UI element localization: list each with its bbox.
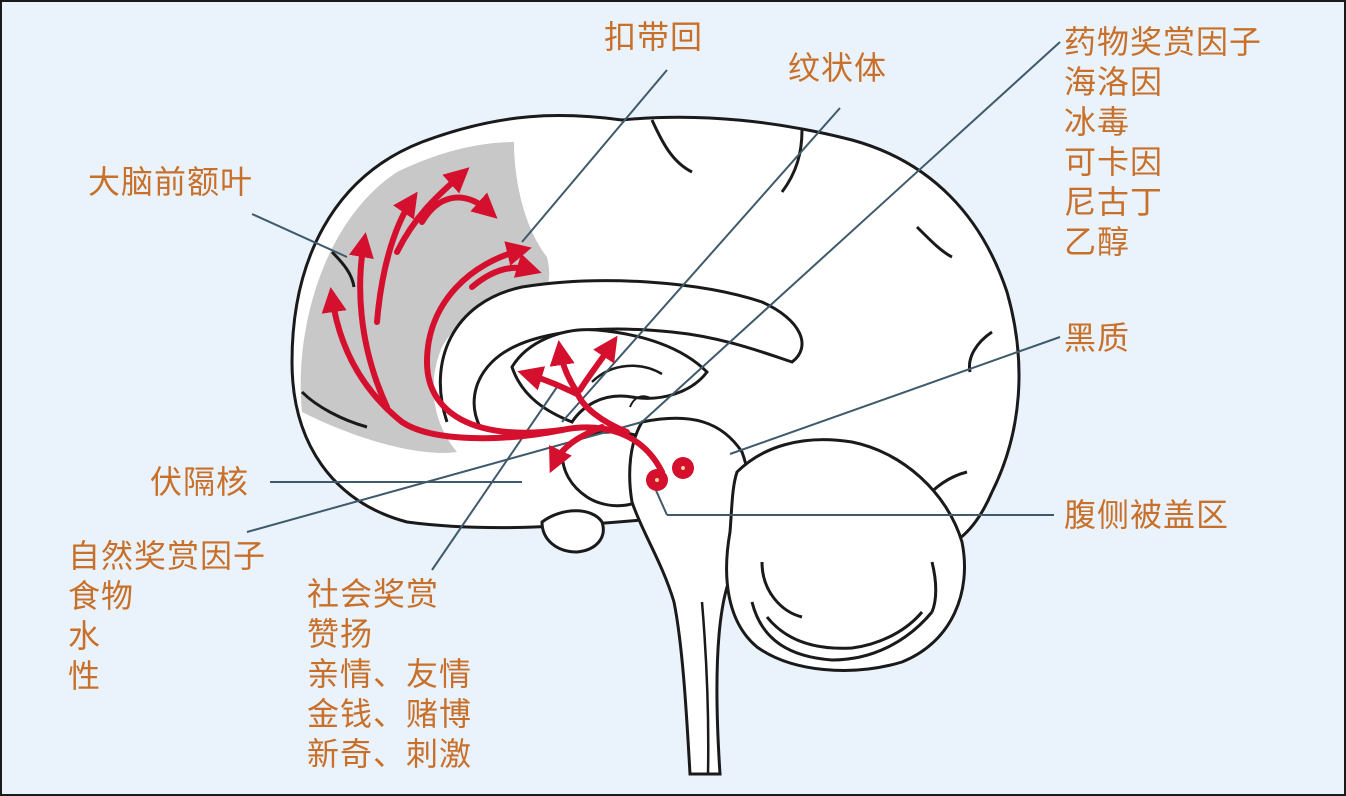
pathway-inner-branch xyxy=(469,253,542,290)
pathway-inner-arc xyxy=(423,241,565,436)
leader-social-rewards xyxy=(431,386,558,571)
sulci-lines xyxy=(300,119,993,503)
substantia-nigra-nucleus-center xyxy=(681,466,685,470)
pathway-striatal-1 xyxy=(517,366,580,397)
cerebellum-folia xyxy=(750,561,938,662)
natural-reward-item: 食物 xyxy=(68,577,135,615)
pathway-accumbens xyxy=(549,424,605,474)
pathway-branch-5 xyxy=(419,192,498,225)
leader-prefrontal xyxy=(251,213,348,258)
natural-rewards-heading: 自然奖赏因子 xyxy=(68,537,267,575)
brainstem xyxy=(628,416,751,776)
drug-reward-item: 海洛因 xyxy=(1064,63,1164,101)
optic-chiasm xyxy=(540,509,605,554)
drug-reward-item: 乙醇 xyxy=(1064,223,1131,261)
pathway-branch-2 xyxy=(348,232,390,410)
cerebellum xyxy=(725,438,966,672)
label-prefrontal-cortex: 大脑前额叶 xyxy=(88,163,254,201)
label-substantia-nigra: 黑质 xyxy=(1064,319,1131,357)
label-cingulate-gyrus: 扣带回 xyxy=(604,18,704,56)
social-reward-item: 赞扬 xyxy=(307,615,374,653)
leader-substantia-nigra xyxy=(729,336,1061,455)
natural-rewards-list: 自然奖赏因子 食物 水 性 xyxy=(68,536,266,696)
leader-lines xyxy=(246,41,1061,571)
pathway-striatal-2 xyxy=(549,340,580,395)
corpus-callosum xyxy=(438,279,804,428)
drug-reward-item: 可卡因 xyxy=(1064,143,1164,181)
leader-striatum xyxy=(561,107,841,423)
pathway-branch-3 xyxy=(374,191,418,325)
pathway-striatal-3 xyxy=(577,335,618,393)
pathway-branch-4 xyxy=(394,167,470,255)
social-reward-item: 亲情、友情 xyxy=(307,655,473,693)
vta-nucleus-center xyxy=(655,478,659,482)
social-reward-item: 新奇、刺激 xyxy=(307,735,473,773)
label-ventral-tegmental-area: 腹侧被盖区 xyxy=(1064,496,1230,534)
brainstem-inner-line xyxy=(700,601,710,775)
vta-nuclei xyxy=(646,457,694,491)
drug-reward-item: 尼古丁 xyxy=(1064,183,1164,221)
drug-rewards-heading: 药物奖赏因子 xyxy=(1064,23,1263,61)
leader-drug-rewards xyxy=(641,41,1061,423)
leader-cingulate xyxy=(521,69,668,243)
drug-reward-item: 冰毒 xyxy=(1064,103,1131,141)
label-striatum: 纹状体 xyxy=(788,49,888,87)
thalamus-contour xyxy=(591,364,663,383)
natural-reward-item: 性 xyxy=(68,657,102,695)
natural-reward-item: 水 xyxy=(68,617,102,655)
social-reward-item: 金钱、赌博 xyxy=(307,695,473,733)
social-rewards-list: 社会奖赏 赞扬 亲情、友情 金钱、赌博 新奇、刺激 xyxy=(307,574,472,774)
dopamine-pathways xyxy=(321,167,665,475)
social-rewards-heading: 社会奖赏 xyxy=(307,575,440,613)
thalamus-detail xyxy=(629,395,651,408)
drug-rewards-list: 药物奖赏因子 海洛因 冰毒 可卡因 尼古丁 乙醇 xyxy=(1064,22,1262,262)
label-nucleus-accumbens: 伏隔核 xyxy=(150,463,250,501)
